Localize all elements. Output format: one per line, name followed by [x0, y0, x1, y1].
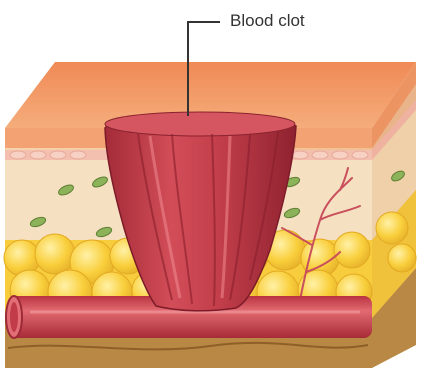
blood-clot-label: Blood clot	[230, 12, 305, 29]
